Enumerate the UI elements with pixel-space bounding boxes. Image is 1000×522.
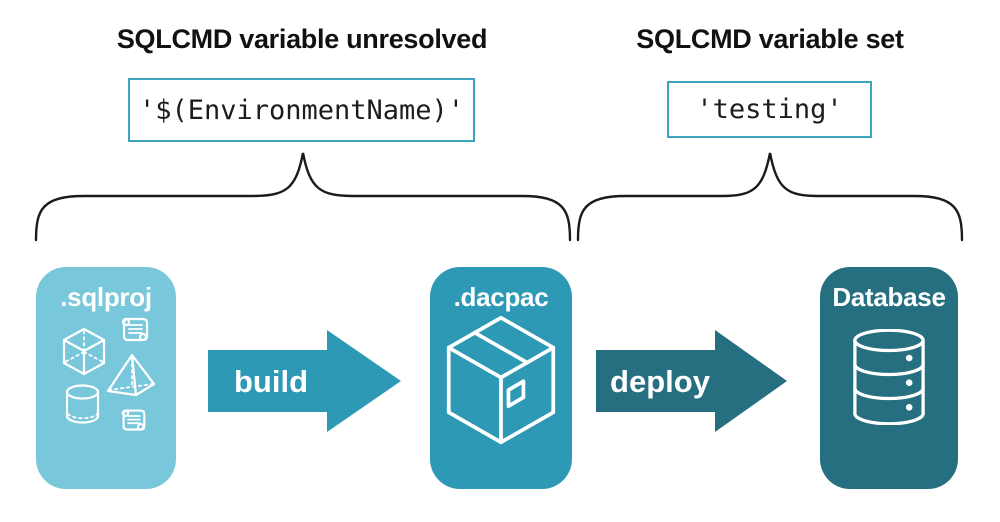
node-dacpac-label: .dacpac (453, 282, 549, 312)
code-environment-name: '$(EnvironmentName)' (138, 94, 465, 126)
node-dacpac: .dacpac (430, 267, 572, 489)
pyramid-icon (106, 353, 156, 397)
build-arrow (208, 330, 401, 432)
code-box-testing: 'testing' (667, 81, 872, 138)
scroll-icon (121, 317, 149, 342)
heading-sqlcmd-set: SQLCMD variable set (636, 24, 904, 54)
deploy-arrow-label: deploy (610, 364, 710, 399)
node-sqlproj-label: .sqlproj (60, 282, 152, 312)
scroll-icon (121, 409, 146, 431)
code-testing: 'testing' (696, 94, 843, 125)
package-icon (446, 315, 556, 445)
deploy-arrow (596, 330, 787, 432)
sqlproj-objects-icon (62, 317, 156, 431)
cube-icon (62, 327, 106, 376)
database-icon (853, 329, 925, 425)
heading-sqlcmd-unresolved: SQLCMD variable unresolved (116, 24, 488, 54)
database-dots (905, 354, 913, 411)
node-database-label: Database (832, 282, 946, 312)
node-database: Database (820, 267, 958, 489)
cylinder-icon (65, 384, 100, 424)
code-box-environment-name: '$(EnvironmentName)' (128, 78, 475, 142)
node-sqlproj: .sqlproj (36, 267, 176, 489)
build-arrow-label: build (233, 364, 309, 399)
